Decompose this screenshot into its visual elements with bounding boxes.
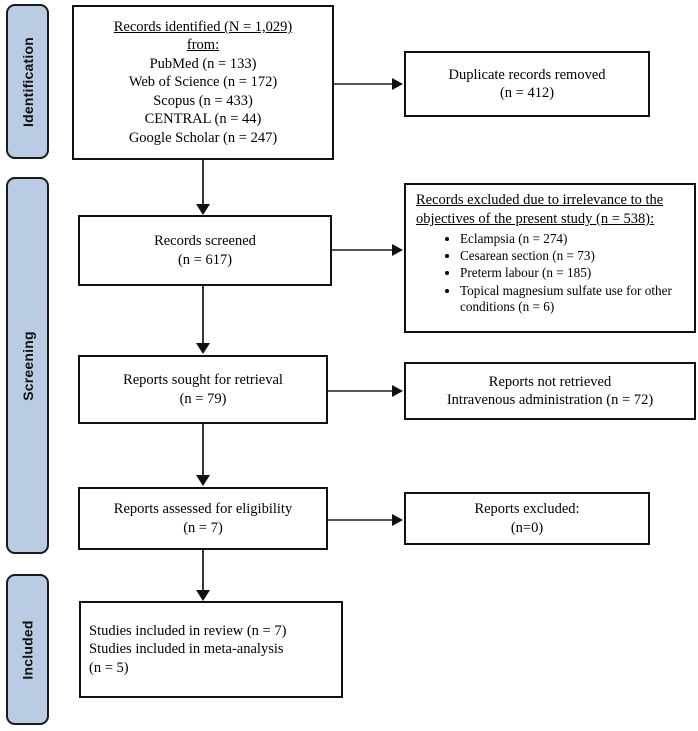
arrowhead-identified-to-duplicates (392, 78, 403, 90)
phase-label-identification: Identification (19, 36, 36, 127)
arrowhead-identified-to-screened (196, 204, 210, 215)
reports-assessed-line1: Reports assessed for eligibility (113, 501, 293, 518)
reports-sought-line1: Reports sought for retrieval (123, 372, 283, 389)
phase-bar-included: Included (6, 574, 49, 725)
studies-included-line2: Studies included in meta-analysis (89, 641, 284, 658)
phase-bar-identification: Identification (6, 4, 49, 159)
records-identified-source-scopus: Scopus (n = 433) (153, 92, 253, 109)
connector-identified-to-duplicates (334, 83, 394, 85)
phase-label-screening: Screening (19, 330, 36, 401)
phase-label-included: Included (19, 619, 36, 680)
studies-included-line3: (n = 5) (89, 659, 129, 676)
records-excluded-item-topical-magnesium-sulfate: Topical magnesium sulfate use for other … (460, 283, 686, 316)
duplicates-line1: Duplicate records removed (448, 66, 606, 83)
reports-not-retrieved-line2: Intravenous administration (n = 72) (446, 392, 654, 408)
records-excluded-heading: Records excluded due to irrelevance to t… (416, 192, 664, 227)
box-records-screened: Records screened (n = 617) (78, 215, 332, 286)
connector-sought-to-not-retrieved (328, 390, 394, 392)
reports-sought-line2: (n = 79) (179, 390, 227, 407)
reports-excluded-line2: (n=0) (510, 519, 544, 536)
connector-screened-to-sought (202, 286, 204, 344)
reports-excluded-line1: Reports excluded: (474, 501, 580, 518)
records-identified-source-google-scholar: Google Scholar (n = 247) (128, 129, 278, 146)
box-records-identified: Records identified (N = 1,029) from: Pub… (72, 5, 334, 160)
arrowhead-screened-to-excluded (392, 244, 403, 256)
phase-bar-screening: Screening (6, 177, 49, 554)
records-excluded-item-eclampsia: Eclampsia (n = 274) (460, 231, 686, 247)
records-screened-line1: Records screened (154, 233, 256, 250)
reports-not-retrieved-line1: Reports not retrieved (488, 373, 612, 390)
duplicates-line2: (n = 412) (499, 85, 555, 101)
records-excluded-item-preterm-labour: Preterm labour (n = 185) (460, 265, 686, 281)
arrowhead-assessed-to-studies-included (196, 590, 210, 601)
reports-assessed-line2: (n = 7) (183, 519, 223, 536)
connector-assessed-to-reports-excluded (328, 519, 394, 521)
box-duplicate-records-removed: Duplicate records removed (n = 412) (404, 51, 650, 117)
box-reports-not-retrieved: Reports not retrieved Intravenous admini… (404, 362, 696, 420)
records-identified-heading-line2: from: (186, 37, 220, 54)
records-excluded-list: Eclampsia (n = 274) Cesarean section (n … (416, 231, 686, 316)
connector-screened-to-excluded (332, 249, 394, 251)
connector-identified-to-screened (202, 160, 204, 206)
box-reports-assessed-for-eligibility: Reports assessed for eligibility (n = 7) (78, 487, 328, 550)
records-identified-heading-line1: Records identified (N = 1,029) (113, 19, 293, 36)
arrowhead-assessed-to-reports-excluded (392, 514, 403, 526)
records-identified-source-central: CENTRAL (n = 44) (144, 111, 262, 128)
arrowhead-sought-to-assessed (196, 475, 210, 486)
connector-sought-to-assessed (202, 424, 204, 476)
arrowhead-sought-to-not-retrieved (392, 385, 403, 397)
box-reports-excluded: Reports excluded: (n=0) (404, 492, 650, 545)
arrowhead-screened-to-sought (196, 343, 210, 354)
records-excluded-item-cesarean-section: Cesarean section (n = 73) (460, 248, 686, 264)
box-records-excluded: Records excluded due to irrelevance to t… (404, 183, 696, 333)
records-identified-source-pubmed: PubMed (n = 133) (149, 55, 257, 72)
studies-included-line1: Studies included in review (n = 7) (89, 622, 287, 639)
records-identified-source-web-of-science: Web of Science (n = 172) (128, 74, 278, 91)
box-reports-sought-for-retrieval: Reports sought for retrieval (n = 79) (78, 355, 328, 424)
box-studies-included: Studies included in review (n = 7) Studi… (79, 601, 343, 698)
connector-assessed-to-studies-included (202, 550, 204, 592)
records-screened-line2: (n = 617) (177, 251, 233, 268)
